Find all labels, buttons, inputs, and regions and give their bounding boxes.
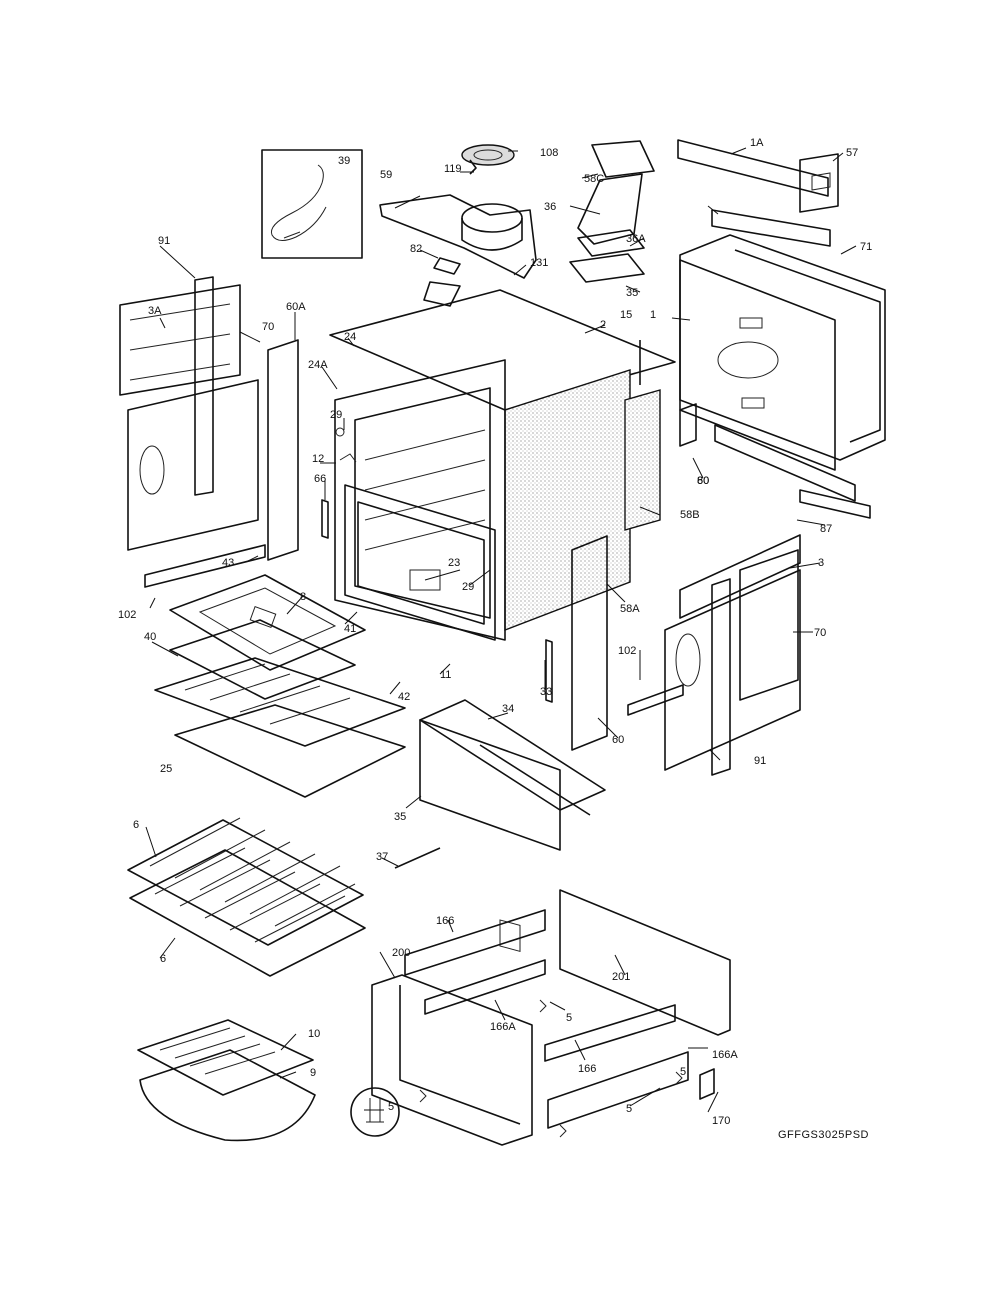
callout-label: 1 — [650, 309, 656, 321]
callout-label: 80 — [697, 475, 709, 487]
callout-label: 8 — [300, 591, 306, 603]
callout-label: 108 — [540, 147, 558, 159]
callout-label: 87 — [820, 523, 832, 535]
power-cord-inset — [261, 149, 363, 259]
callout-label: 82 — [410, 243, 422, 255]
callout-label: 59 — [380, 169, 392, 181]
callout-label: 33 — [540, 686, 552, 698]
callout-label: 200 — [392, 947, 410, 959]
callout-label: 39 — [338, 155, 350, 167]
callout-label: 119 — [444, 163, 462, 175]
callout-label: 102 — [118, 609, 136, 621]
callout-label: 42 — [398, 691, 410, 703]
callout-label: 66 — [314, 473, 326, 485]
callout-label: 70 — [814, 627, 826, 639]
callout-label: 91 — [158, 235, 170, 247]
callout-label: 3 — [818, 557, 824, 569]
callout-label: 201 — [612, 971, 630, 983]
callout-label: 37 — [376, 851, 388, 863]
diagram-code: GFFGS3025PSD — [778, 1129, 869, 1141]
callout-label: 91 — [754, 755, 766, 767]
callout-label: 58A — [620, 603, 640, 615]
callout-label: 60 — [697, 475, 709, 487]
callout-label: 70 — [262, 321, 274, 333]
callout-label: 71 — [860, 241, 872, 253]
callout-label: 24A — [308, 359, 328, 371]
callout-label: 12 — [312, 453, 324, 465]
callout-label: 36A — [626, 233, 646, 245]
callout-label: 9 — [310, 1067, 316, 1079]
callout-label: 1A — [750, 137, 764, 149]
callout-label: 166 — [436, 915, 454, 927]
small-parts — [321, 340, 641, 869]
callout-label: 170 — [712, 1115, 730, 1127]
vent-duct — [569, 140, 655, 283]
callout-label: 36 — [544, 201, 556, 213]
callout-label: 166 — [578, 1063, 596, 1075]
callout-label: 2 — [600, 319, 606, 331]
callout-label: 15 — [620, 309, 632, 321]
callout-label: 102 — [618, 645, 636, 657]
callout-label: 35 — [626, 287, 638, 299]
callout-label: 5 — [626, 1103, 632, 1115]
storage-drawer — [350, 889, 731, 1146]
drip-pans — [154, 574, 406, 798]
callout-label: 5 — [388, 1101, 394, 1113]
callout-label: 131 — [530, 257, 548, 269]
callout-label: 41 — [344, 623, 356, 635]
callout-label: 35 — [394, 811, 406, 823]
left-side-panels — [119, 276, 299, 588]
callout-label: 60A — [286, 301, 306, 313]
callout-label: 58B — [680, 509, 700, 521]
callout-label: 166A — [490, 1021, 516, 1033]
callout-label: 29 — [462, 581, 474, 593]
oven-cavity — [329, 289, 676, 641]
callout-label: 10 — [308, 1028, 320, 1040]
callout-label: 3A — [148, 305, 162, 317]
callout-label: 5 — [680, 1066, 686, 1078]
callout-label: 60 — [612, 734, 624, 746]
callout-label: 43 — [222, 557, 234, 569]
callout-label: 40 — [144, 631, 156, 643]
rear-panels — [677, 139, 886, 519]
callout-label: 23 — [448, 557, 460, 569]
broiler-pan — [137, 1019, 316, 1142]
front-frame — [419, 699, 606, 952]
callout-label: 57 — [846, 147, 858, 159]
callout-label: 6 — [160, 953, 166, 965]
callout-label: 5 — [566, 1012, 572, 1024]
callout-label: 58C — [584, 173, 604, 185]
callout-label: 11 — [440, 669, 451, 681]
callout-label: 34 — [502, 703, 514, 715]
callout-label: 29 — [330, 409, 342, 421]
callout-label: 6 — [133, 819, 139, 831]
callout-label: 166A — [712, 1049, 738, 1061]
callout-label: 25 — [160, 763, 172, 775]
callout-label: 24 — [344, 331, 356, 343]
leader-lines — [145, 147, 857, 1113]
callout-labels: 1 1A 2 3 3A 5 6 6 8 9 10 11 12 15 23 24 … — [118, 137, 872, 1127]
oven-racks — [127, 817, 366, 977]
right-side-panels — [571, 534, 801, 776]
